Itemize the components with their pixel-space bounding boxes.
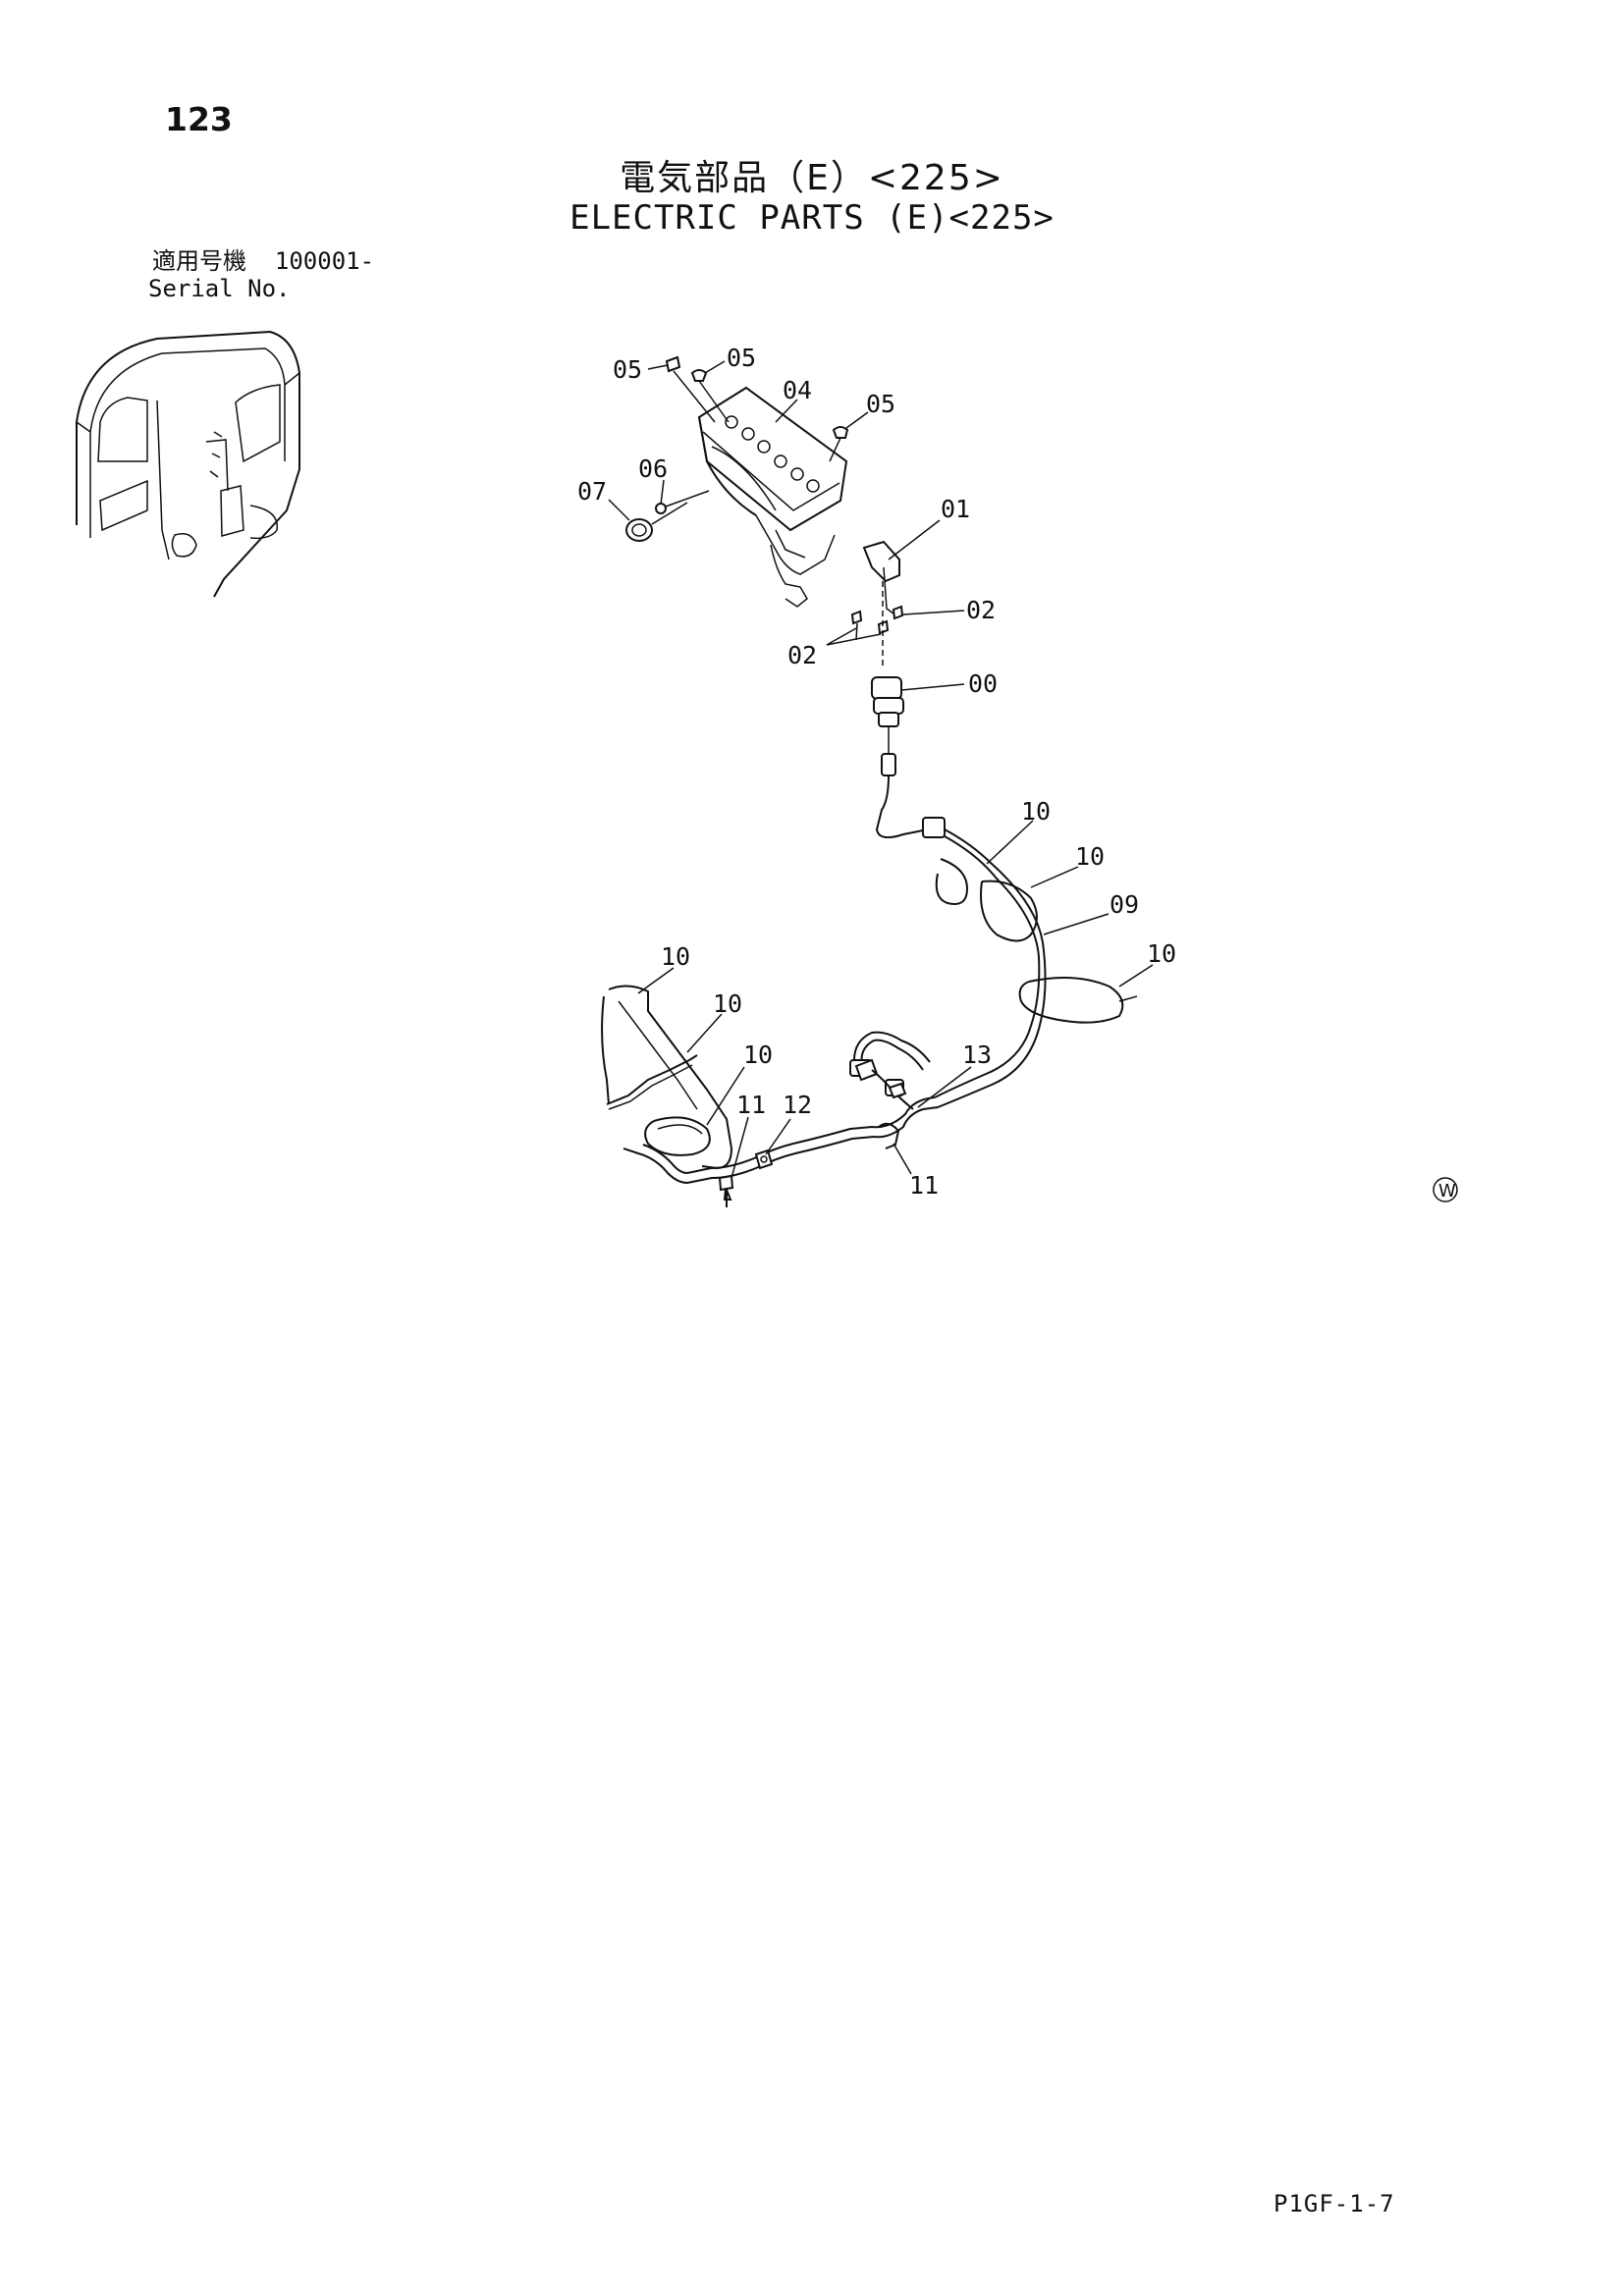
callout-11-right: 11: [909, 1171, 939, 1200]
callout-10-c: 10: [1147, 939, 1176, 968]
callout-06: 06: [638, 454, 668, 483]
callout-02-right: 02: [966, 596, 996, 624]
rotary-switch: [871, 676, 904, 776]
bracket-and-screws: [850, 540, 904, 667]
callout-13: 13: [962, 1041, 992, 1069]
footer-code: P1GF-1-7: [1273, 2190, 1395, 2217]
title-english: ELECTRIC PARTS (E)<225>: [569, 198, 1055, 238]
callout-labels: 05 05 04 05 06 07 01 02 02 00 10 10 09 1…: [577, 344, 1176, 1200]
connectors-and-clips: [718, 1058, 914, 1192]
switch-panel-assembly: [697, 386, 848, 608]
serial-line-jp: 適用号機 100001-: [152, 247, 374, 275]
callout-10-e: 10: [713, 989, 742, 1018]
callout-09: 09: [1110, 890, 1139, 919]
serial-block: 適用号機 100001- Serial No.: [148, 247, 374, 302]
leader-lines: [608, 360, 1154, 1179]
callout-05-right: 05: [866, 390, 895, 418]
serial-label-jp: 適用号機: [152, 247, 246, 275]
page-number: 123: [165, 100, 233, 138]
callout-10-b: 10: [1075, 842, 1105, 871]
callout-10-f: 10: [743, 1041, 773, 1069]
cab-locator-illustration: [76, 330, 300, 598]
callout-07: 07: [577, 477, 607, 506]
watermark-letter: W: [1438, 1181, 1456, 1201]
title-japanese: 電気部品（E）<225>: [620, 158, 1004, 198]
wire-harness: [623, 774, 1138, 1207]
callout-04: 04: [783, 376, 812, 404]
callout-05-top: 05: [727, 344, 756, 372]
callout-10-a: 10: [1021, 797, 1051, 826]
circled-w-mark: W: [1433, 1177, 1458, 1202]
callout-05-left: 05: [613, 355, 642, 384]
serial-range: 100001-: [274, 247, 375, 275]
callout-10-d: 10: [661, 942, 690, 971]
serial-label-en: Serial No.: [148, 275, 291, 302]
callout-00: 00: [968, 669, 998, 698]
callout-01: 01: [941, 495, 970, 523]
screws-and-cap: [625, 355, 849, 542]
callout-12: 12: [783, 1091, 812, 1119]
callout-11-left: 11: [736, 1091, 766, 1119]
callout-02-left: 02: [787, 641, 817, 669]
harness-clamps-left: [601, 985, 733, 1170]
